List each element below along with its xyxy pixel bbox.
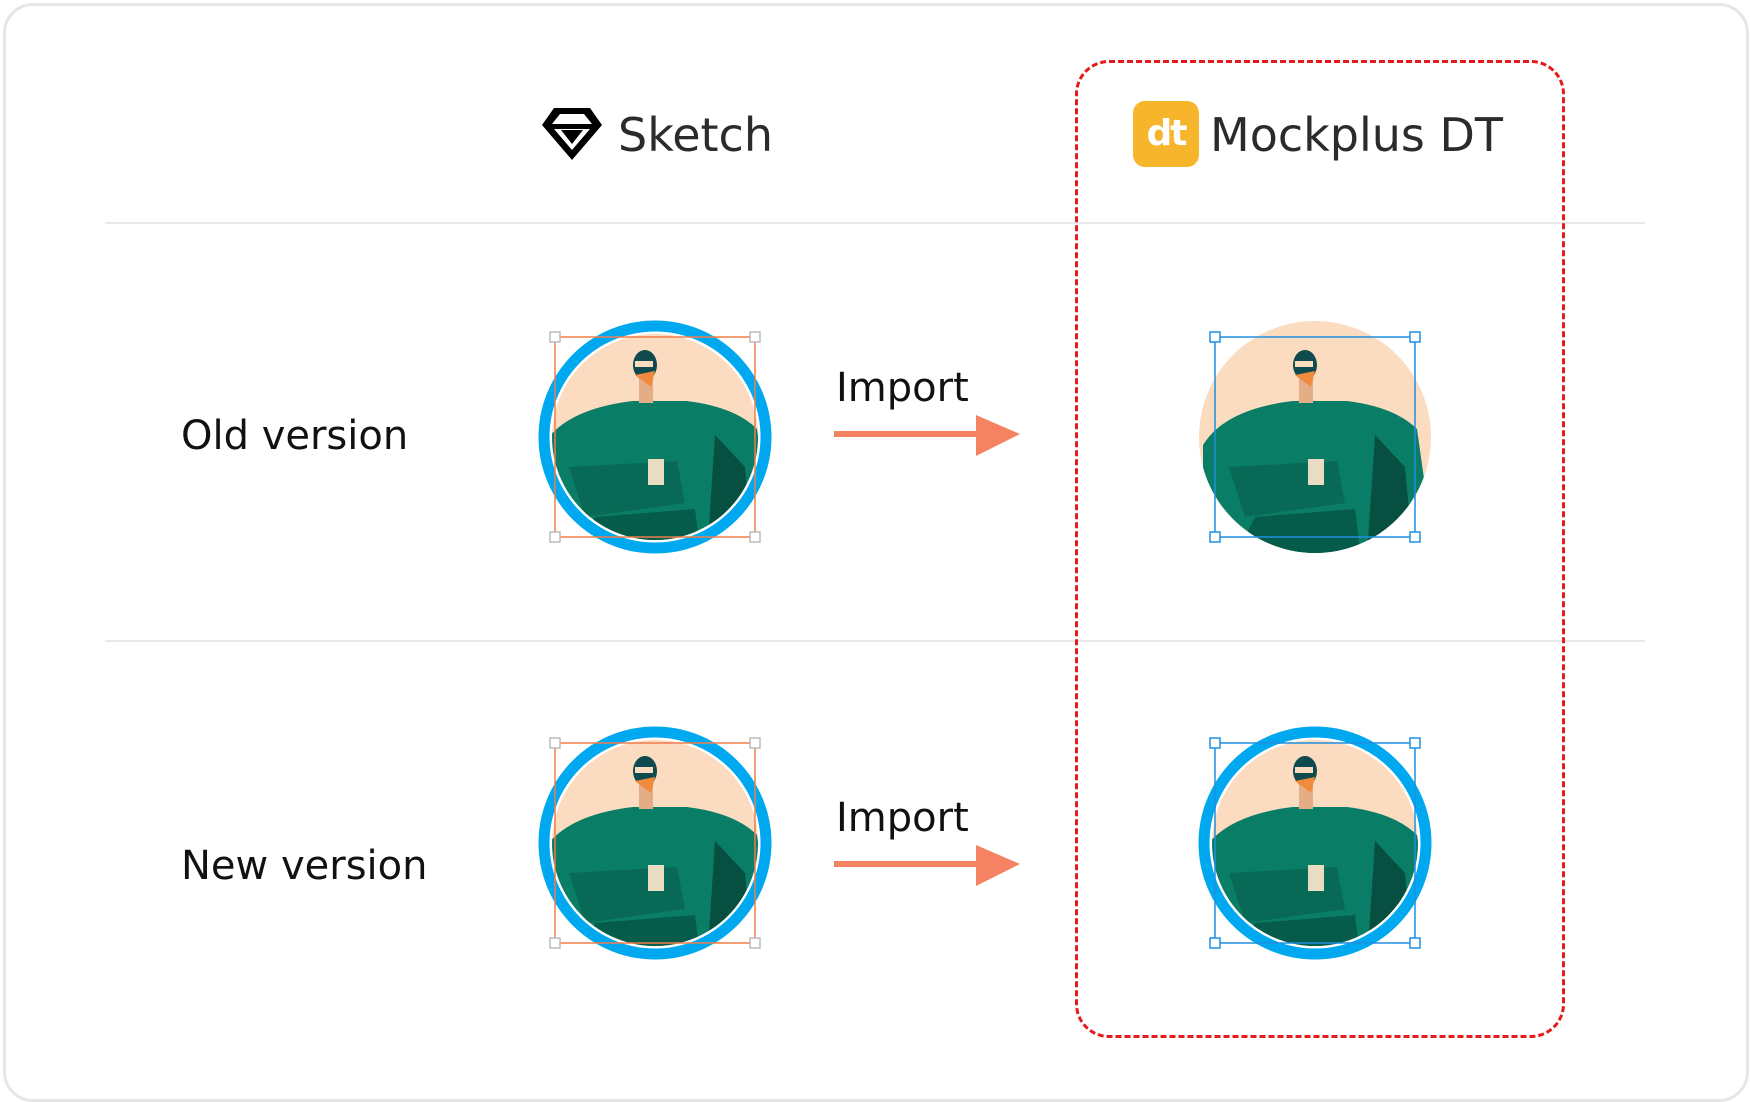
- sketch-old-avatar: [538, 320, 772, 554]
- mockplus-header-label: Mockplus DT: [1210, 108, 1504, 162]
- sketch-header-label: Sketch: [618, 108, 773, 162]
- import-arrow-old: [834, 415, 1020, 456]
- mockplus-old-avatar: [1199, 321, 1431, 553]
- import-label-old: Import: [836, 365, 969, 411]
- sketch-diamond-icon: [542, 108, 602, 160]
- header-divider: [105, 222, 1645, 224]
- old-version-label: Old version: [181, 413, 409, 459]
- mockplus-dt-logo: dt: [1133, 101, 1199, 167]
- import-label-new: Import: [836, 795, 969, 841]
- mockplus-new-avatar: [1198, 726, 1432, 960]
- diagram-card: [3, 3, 1749, 1102]
- row-divider: [105, 640, 1645, 642]
- new-version-label: New version: [181, 843, 428, 889]
- import-arrow-new: [834, 845, 1020, 886]
- mockplus-column-highlight: [1075, 60, 1565, 1038]
- sketch-new-avatar: [538, 726, 772, 960]
